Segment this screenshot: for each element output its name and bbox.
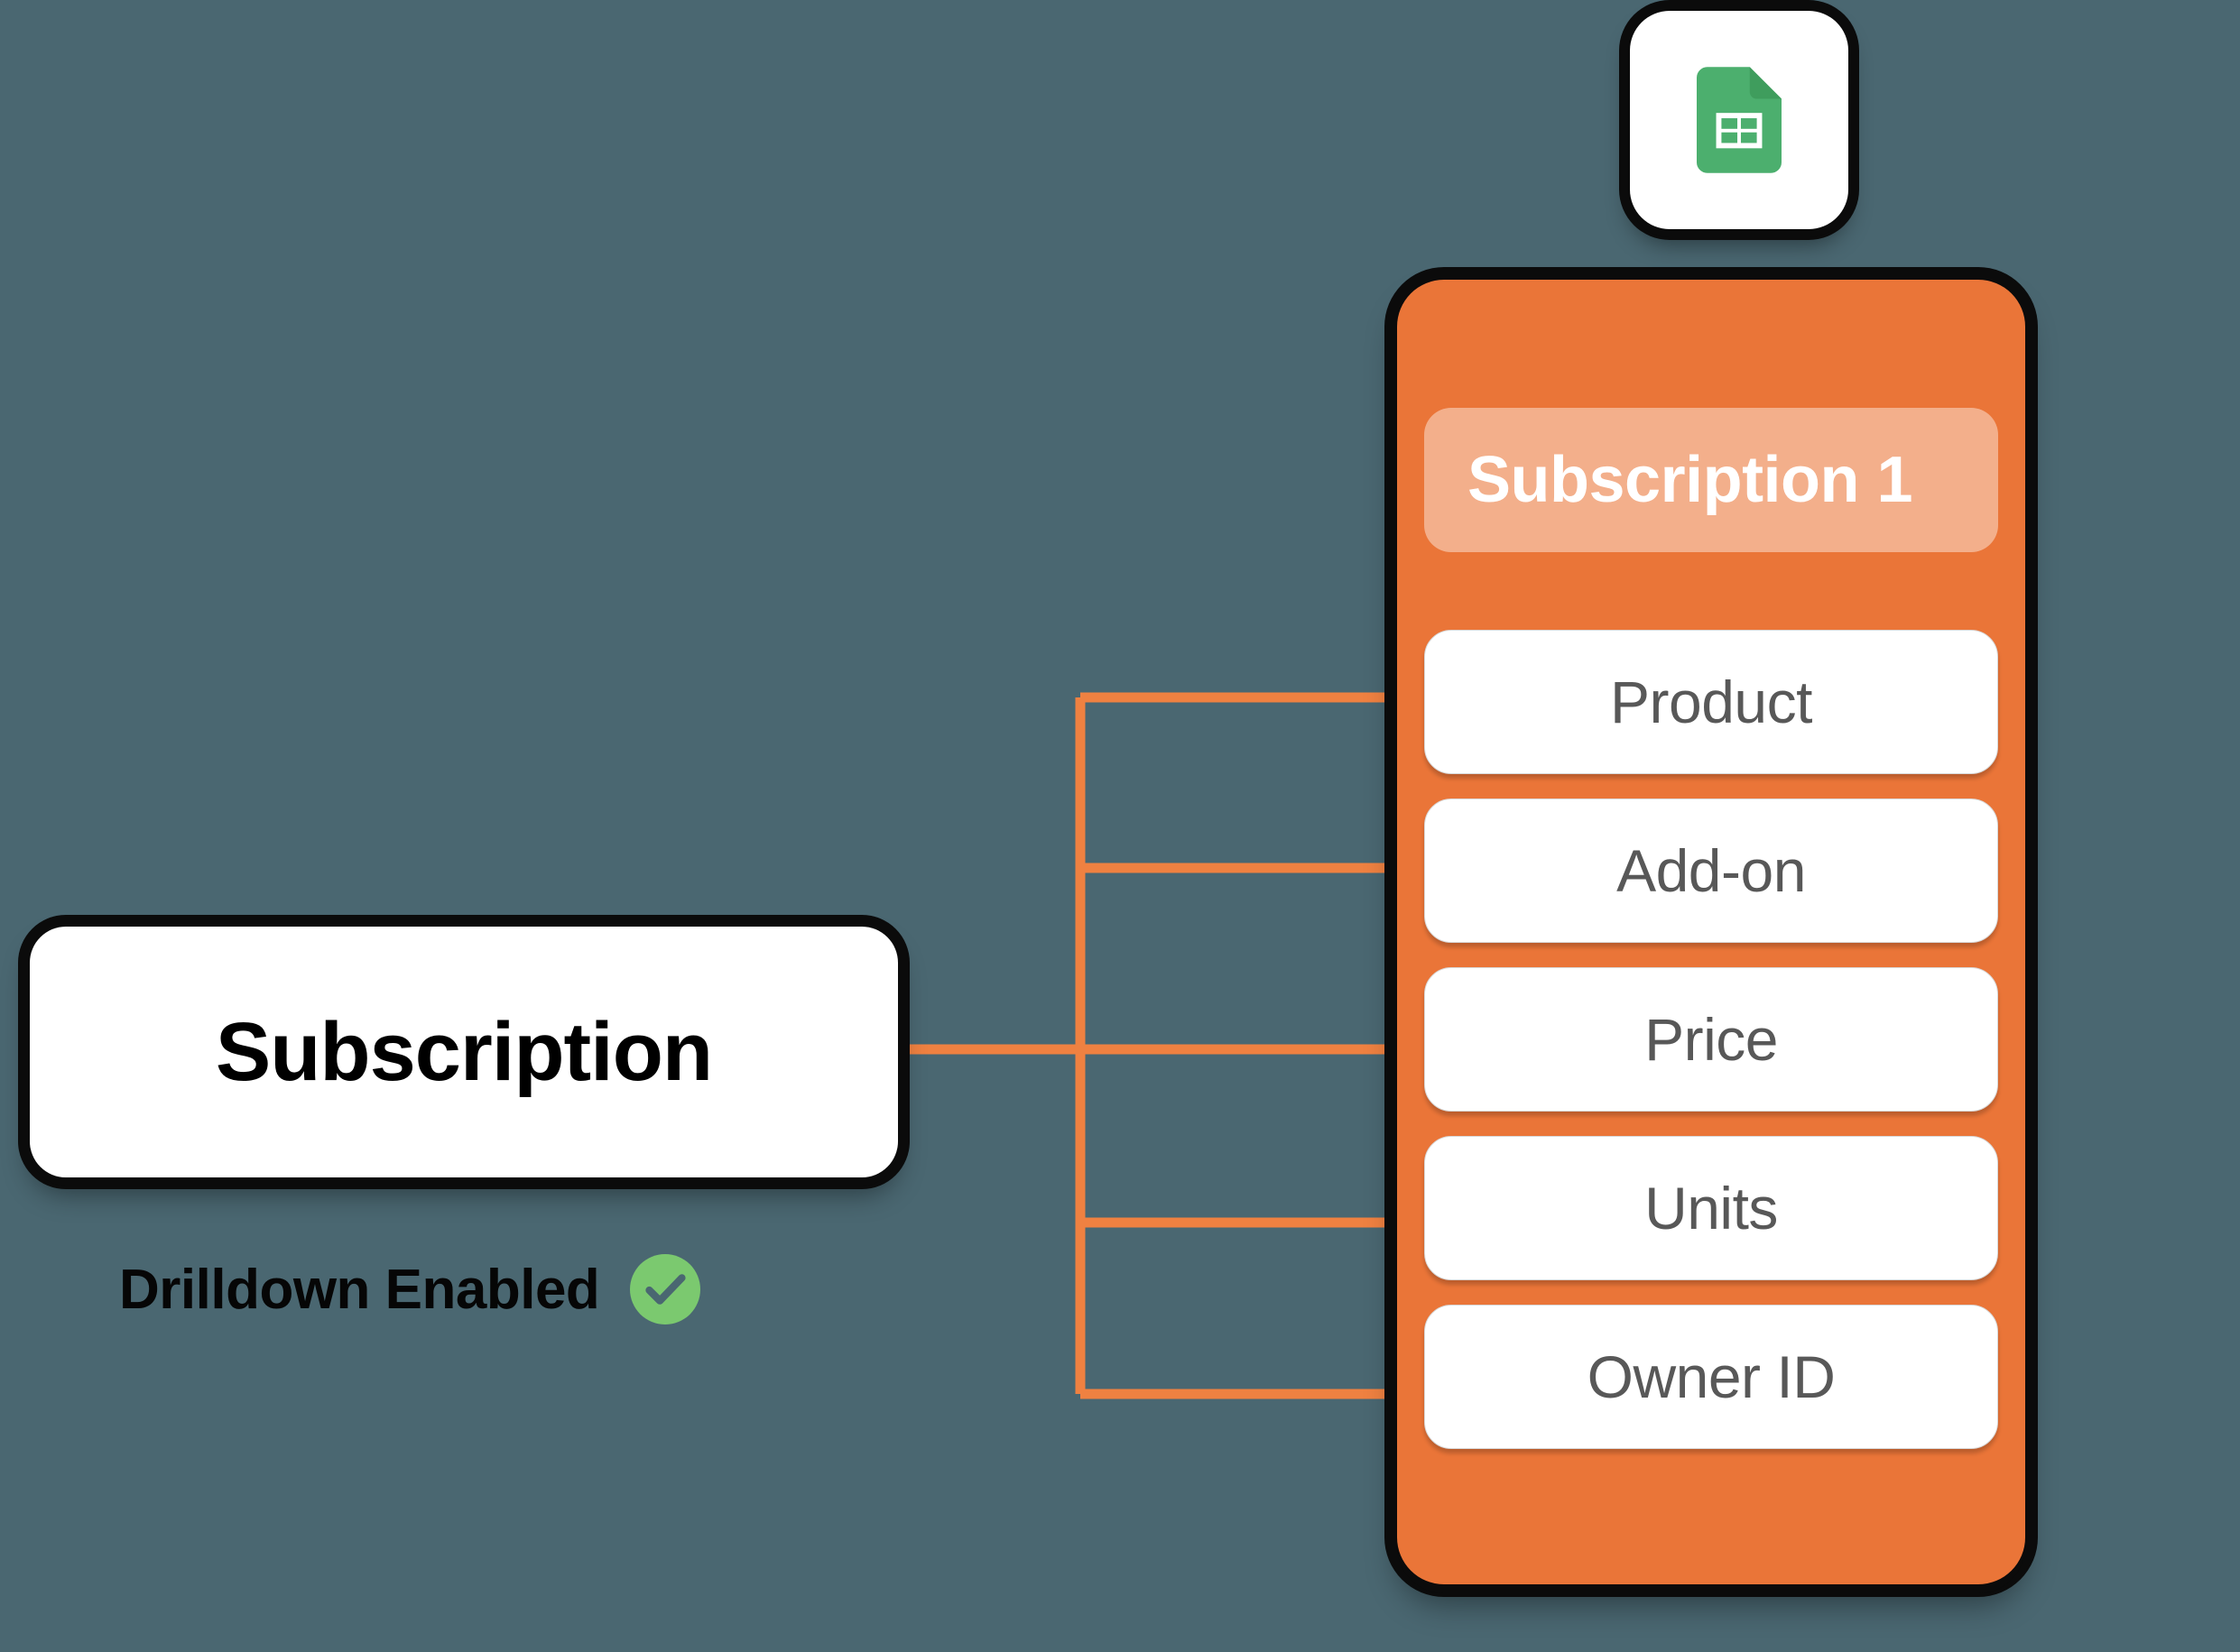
google-sheets-icon [1697,67,1782,173]
record-field-list: Product Add-on Price Units Owner ID [1424,630,1998,1449]
record-panel: Subscription 1 Product Add-on Price Unit… [1397,280,2025,1584]
entity-node-subscription[interactable]: Subscription [30,927,898,1177]
drilldown-status: Drilldown Enabled [119,1254,701,1324]
field-chip-units[interactable]: Units [1424,1136,1998,1280]
source-app-card[interactable] [1630,11,1848,229]
field-chip-addon[interactable]: Add-on [1424,798,1998,943]
field-chip-product[interactable]: Product [1424,630,1998,774]
field-chip-owner-id[interactable]: Owner ID [1424,1305,1998,1449]
record-title[interactable]: Subscription 1 [1424,408,1998,552]
drilldown-status-label: Drilldown Enabled [119,1258,600,1321]
field-chip-price[interactable]: Price [1424,967,1998,1112]
check-circle-icon [630,1254,701,1324]
